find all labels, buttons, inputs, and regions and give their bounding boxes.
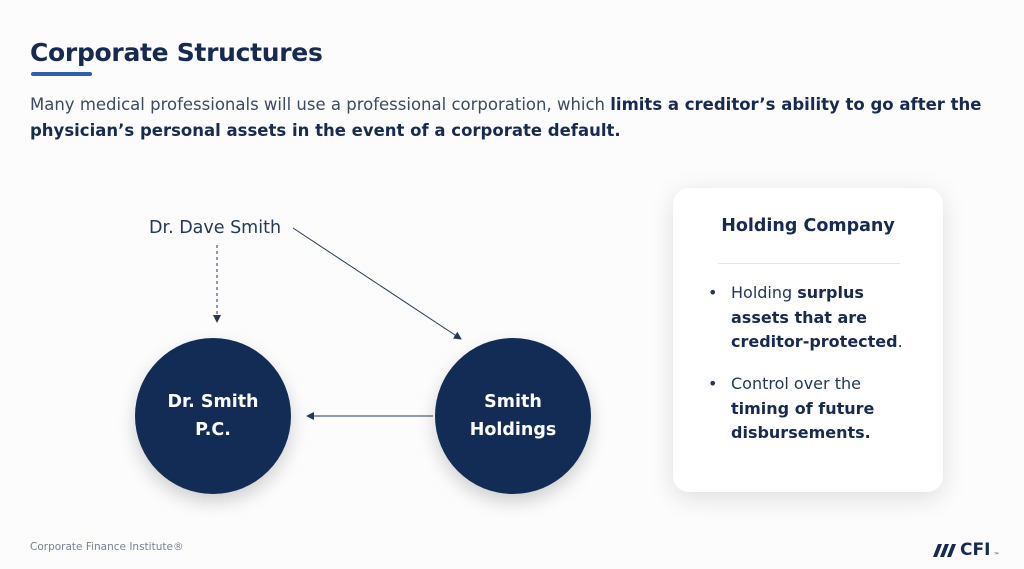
logo-tm: ™ [993,551,1000,559]
card-divider [718,263,900,264]
intro-text: Many medical professionals will use a pr… [30,92,990,144]
bullet-bold: surplus assets that are creditor-protect… [731,283,898,351]
intro-bold: limits a creditor’s ability to go after … [30,95,982,140]
bullet-bold: timing of future disbursements. [731,398,875,443]
person-label: Dr. Dave Smith [149,218,282,238]
circle-line: Dr. Smith [167,392,259,412]
intro-normal: Many medical professionals will use a pr… [30,95,611,114]
cfi-logo-icon [933,544,956,557]
holding-company-card: Holding Company • Holding surplus assets… [673,188,943,492]
bullet-icon: • [708,283,718,302]
bullet-text: Control over the [731,374,861,393]
bullet-text: Holding [731,283,798,302]
bullet-text: . [897,332,903,351]
arrow-to-holdings [292,227,462,340]
circle-line: Holdings [469,420,557,440]
footer-text: Corporate Finance Institute® [30,541,184,553]
circle-line: Smith [484,392,542,412]
title-underline [31,72,92,76]
circle-line: P.C. [195,420,231,440]
cfi-logo: CFI ™ [931,540,999,560]
logo-text: CFI [960,540,991,560]
card-title: Holding Company [721,216,895,236]
bullet-icon: • [708,374,718,393]
page-title: Corporate Structures [30,38,323,67]
